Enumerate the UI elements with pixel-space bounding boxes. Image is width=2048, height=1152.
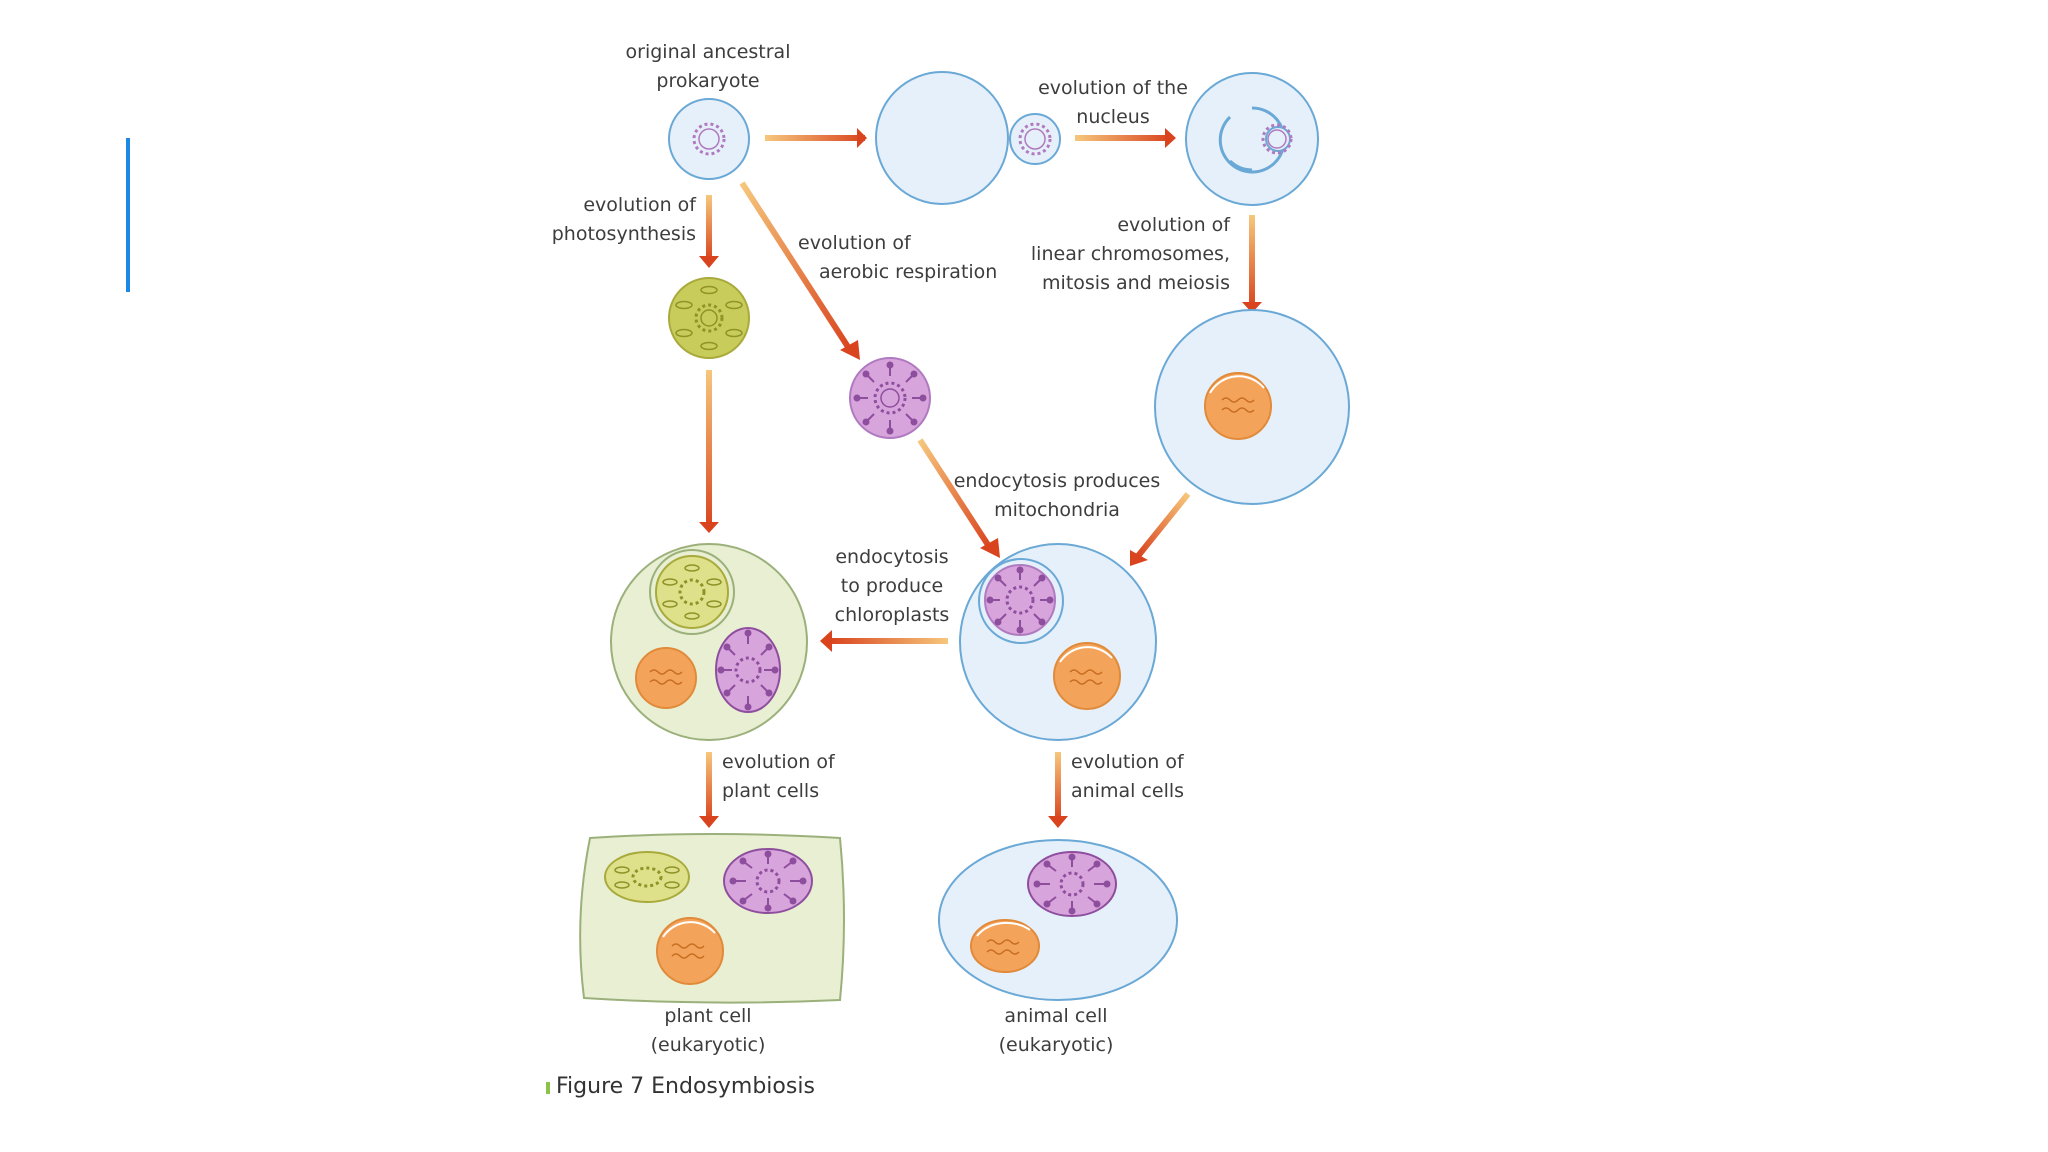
- arrow-to-nucleus-step2: [1075, 128, 1176, 148]
- host-cell-with-prokaryote: [875, 71, 1061, 205]
- slide-accent-bar: [126, 138, 130, 292]
- cell-with-mitochondrion: [959, 543, 1157, 741]
- photosynthetic-prokaryote: [668, 277, 750, 359]
- arrow-to-nucleus-step1: [765, 128, 867, 148]
- arrow-animal-cells: [1048, 752, 1068, 828]
- arrow-chloroplast-line-down: [699, 370, 719, 533]
- figure-caption-text: Figure 7 Endosymbiosis: [556, 1074, 815, 1099]
- arrow-mitochondria-endocytosis: [917, 438, 1000, 558]
- aerobic-prokaryote: [849, 357, 931, 439]
- label-plant-cell-eukaryotic: plant cell(eukaryotic): [650, 1005, 766, 1056]
- caption-marker: [546, 1082, 550, 1094]
- nucleated-cell: [1154, 309, 1350, 505]
- arrow-plant-cells: [699, 752, 719, 828]
- ancestral-prokaryote-cell: [668, 98, 750, 180]
- plant-cell: [579, 833, 845, 1004]
- arrow-linear-chromosomes: [1242, 215, 1262, 313]
- arrow-aerobic-respiration: [739, 181, 860, 360]
- cell-with-forming-nucleus: [1185, 72, 1319, 206]
- figure-caption: Figure 7 Endosymbiosis: [546, 1074, 815, 1099]
- label-animal-cell-eukaryotic: animal cell(eukaryotic): [998, 1005, 1114, 1056]
- arrow-nucleus-cell-to-host: [1130, 492, 1191, 566]
- arrow-chloroplast-endocytosis: [820, 630, 948, 652]
- cell-with-chloroplast: [610, 543, 808, 741]
- arrow-photosynthesis: [699, 195, 719, 268]
- animal-cell: [938, 839, 1178, 1001]
